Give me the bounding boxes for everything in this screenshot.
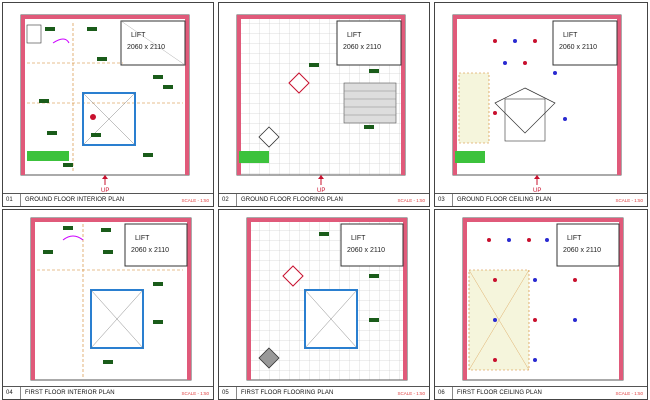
up-label: UP (317, 188, 325, 193)
floor-plan-drawing: LIFT 2060 x 2110 (30, 217, 192, 381)
panel-ground-floor-flooring: LIFT 2060 x 2110 UP 02 GROUND FLOOR FLOO… (218, 2, 430, 207)
panel-first-floor-flooring: LIFT 2060 x 2110 05 FIRST FLOOR FLOORING… (218, 209, 430, 400)
panel-number: 06 (435, 387, 453, 399)
panel-title: GROUND FLOOR CEILING PLAN (457, 197, 552, 203)
panel-title: GROUND FLOOR INTERIOR PLAN (25, 197, 125, 203)
panel-title-bar: 02 GROUND FLOOR FLOORING PLAN SCALE - 1:… (219, 193, 429, 206)
lift-size-label: 2060 x 2110 (559, 44, 597, 51)
panel-number: 04 (3, 387, 21, 399)
floor-plan-drawing: LIFT 2060 x 2110 UP (452, 14, 622, 193)
floor-plan-drawing: LIFT 2060 x 2110 (462, 217, 624, 381)
panel-title: GROUND FLOOR FLOORING PLAN (241, 197, 343, 203)
panel-number: 02 (219, 194, 237, 206)
panel-title-bar: 01 GROUND FLOOR INTERIOR PLAN SCALE - 1:… (3, 193, 213, 206)
lift-label: LIFT (351, 235, 366, 242)
floor-plan-drawing: LIFT 2060 x 2110 (246, 217, 408, 381)
panel-number: 05 (219, 387, 237, 399)
lift-label: LIFT (131, 32, 146, 39)
panel-title-bar: 06 FIRST FLOOR CEILING PLAN SCALE - 1:50 (435, 386, 647, 399)
lift-label: LIFT (567, 235, 582, 242)
panel-title: FIRST FLOOR CEILING PLAN (457, 390, 542, 396)
panel-title: FIRST FLOOR INTERIOR PLAN (25, 390, 115, 396)
panel-first-floor-ceiling: LIFT 2060 x 2110 06 FIRST FLOOR CEILING … (434, 209, 648, 400)
lift-size-label: 2060 x 2110 (127, 44, 165, 51)
up-label: UP (533, 188, 541, 193)
panel-title-bar: 03 GROUND FLOOR CEILING PLAN SCALE - 1:5… (435, 193, 647, 206)
panel-scale: SCALE - 1:50 (615, 390, 643, 396)
panel-number: 03 (435, 194, 453, 206)
panel-scale: SCALE - 1:50 (181, 390, 209, 396)
floor-plan-drawing: LIFT 2060 x 2110 UP (236, 14, 406, 193)
panel-scale: SCALE - 1:50 (181, 197, 209, 203)
lift-label: LIFT (563, 32, 578, 39)
floor-plan-drawing: LIFT 2060 x 2110 UP (20, 14, 190, 193)
panel-scale: SCALE - 1:50 (397, 390, 425, 396)
panel-scale: SCALE - 1:50 (615, 197, 643, 203)
panel-scale: SCALE - 1:50 (397, 197, 425, 203)
panel-number: 01 (3, 194, 21, 206)
panel-first-floor-interior: LIFT 2060 x 2110 04 FIRST FLOOR INTERIOR… (2, 209, 214, 400)
panel-title-bar: 05 FIRST FLOOR FLOORING PLAN SCALE - 1:5… (219, 386, 429, 399)
lift-label: LIFT (347, 32, 362, 39)
panel-title: FIRST FLOOR FLOORING PLAN (241, 390, 334, 396)
lift-label: LIFT (135, 235, 150, 242)
lift-size-label: 2060 x 2110 (563, 247, 601, 254)
lift-size-label: 2060 x 2110 (347, 247, 385, 254)
panel-title-bar: 04 FIRST FLOOR INTERIOR PLAN SCALE - 1:5… (3, 386, 213, 399)
panel-ground-floor-interior: LIFT 2060 x 2110 UP 01 GROUND FLOOR INTE… (2, 2, 214, 207)
up-label: UP (101, 188, 109, 193)
lift-size-label: 2060 x 2110 (343, 44, 381, 51)
panel-ground-floor-ceiling: LIFT 2060 x 2110 UP 03 GROUND FLOOR CEIL… (434, 2, 648, 207)
lift-size-label: 2060 x 2110 (131, 247, 169, 254)
